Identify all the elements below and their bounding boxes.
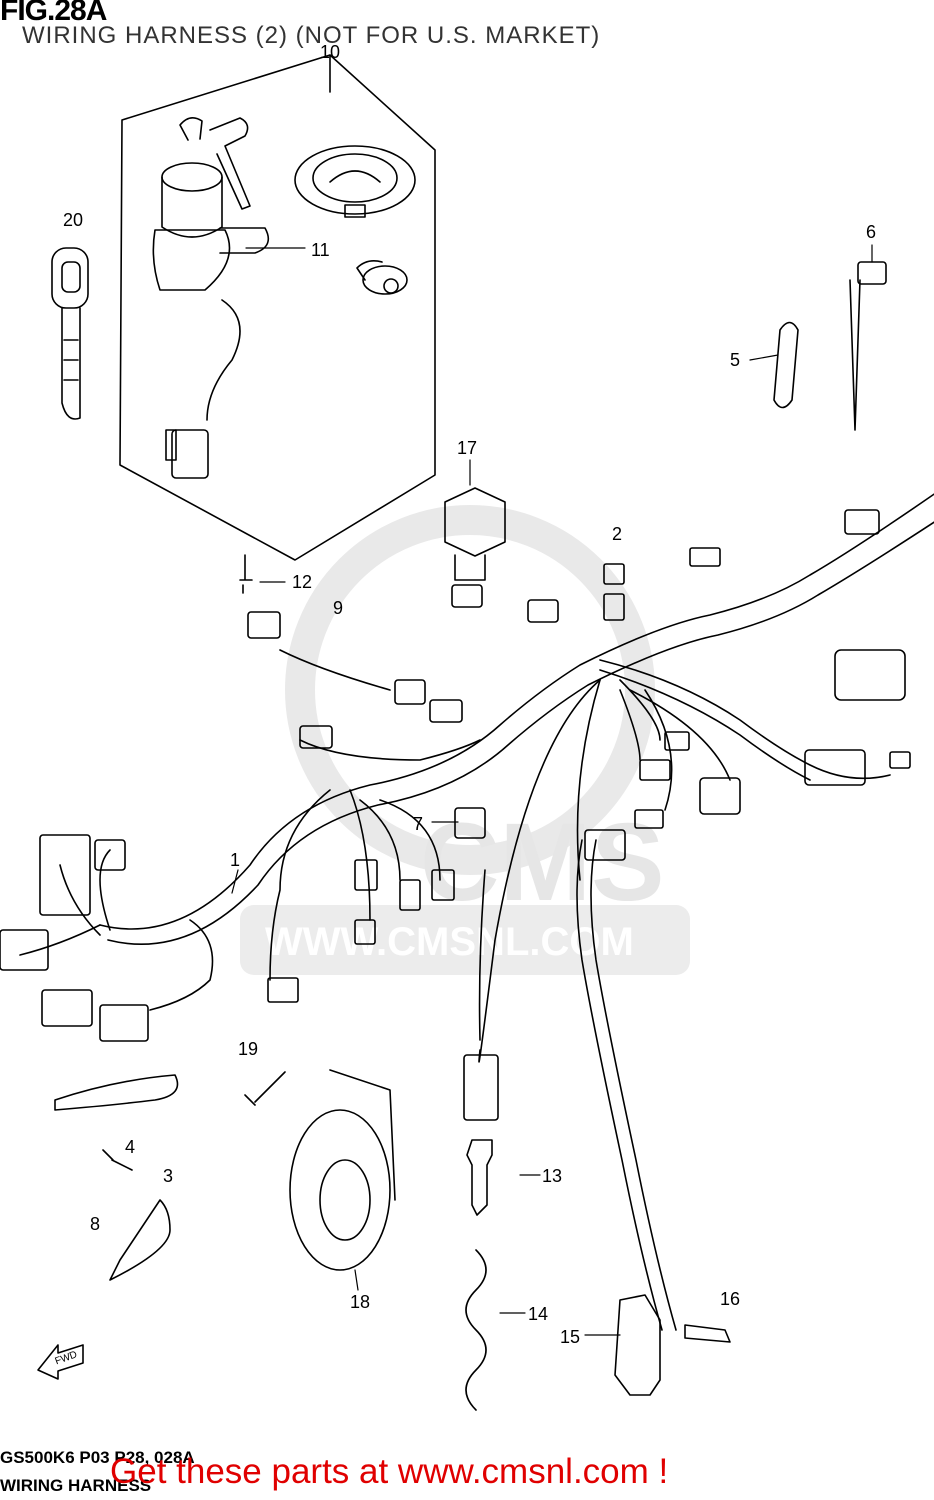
lock-cylinder-part — [356, 260, 408, 295]
callout-labels: 1 2 3 4 5 6 7 8 9 10 11 12 13 14 15 16 1… — [54, 42, 876, 1367]
callout-15: 15 — [560, 1327, 580, 1347]
callout-8: 8 — [90, 1214, 100, 1234]
footer-section-name: WIRING HARNESS — [0, 1476, 152, 1495]
callout-12: 12 — [292, 572, 312, 592]
leader-lines — [231, 244, 873, 1336]
callout-2: 2 — [612, 524, 622, 544]
callout-18: 18 — [350, 1292, 370, 1312]
watermark-brand: CMS — [420, 801, 664, 924]
watermark-seal — [285, 505, 655, 875]
callout-11: 11 — [311, 240, 330, 260]
bolts-part — [102, 1071, 286, 1171]
fuel-cap-part — [294, 145, 416, 218]
screw-12-part — [239, 554, 253, 594]
callout-7: 7 — [413, 814, 423, 834]
callout-20: 20 — [63, 210, 83, 230]
connector-2-part — [603, 563, 625, 621]
callout-1: 1 — [230, 850, 240, 870]
cable-tie-part — [849, 261, 887, 431]
clamp-5-part — [773, 321, 799, 409]
callout-17: 17 — [457, 438, 477, 458]
callout-3: 3 — [163, 1166, 173, 1186]
callout-14: 14 — [528, 1304, 548, 1324]
callout-9: 9 — [333, 598, 343, 618]
watermark-url: WWW.CMSNL.COM — [265, 920, 634, 964]
callout-16: 16 — [720, 1289, 740, 1309]
callout-10: 10 — [320, 42, 340, 62]
relay-part — [444, 487, 506, 608]
horn-part — [289, 1069, 396, 1271]
brake-switch-part — [465, 1139, 493, 1411]
harness-connectors — [0, 509, 911, 1121]
parts-store-link[interactable]: Get these parts at www.cmsnl.com ! — [110, 1452, 669, 1491]
callout-13: 13 — [542, 1166, 562, 1186]
key-part — [51, 247, 89, 420]
callout-4: 4 — [125, 1137, 135, 1157]
callout-6: 6 — [866, 222, 876, 242]
wire-clamp-part — [54, 1074, 179, 1281]
figure-subtitle: WIRING HARNESS (2) (NOT FOR U.S. MARKET) — [22, 22, 601, 49]
callout-19: 19 — [238, 1039, 258, 1059]
callout-5: 5 — [730, 350, 740, 370]
fwd-arrow — [37, 1344, 84, 1380]
ignition-switch-part — [152, 117, 270, 479]
exploded-box-frame — [119, 54, 436, 561]
figure-title: FIG.28A — [0, 0, 107, 27]
footer-model-code: GS500K6 P03 P28, 028A — [0, 1448, 195, 1467]
rear-switch-part — [614, 1294, 731, 1396]
